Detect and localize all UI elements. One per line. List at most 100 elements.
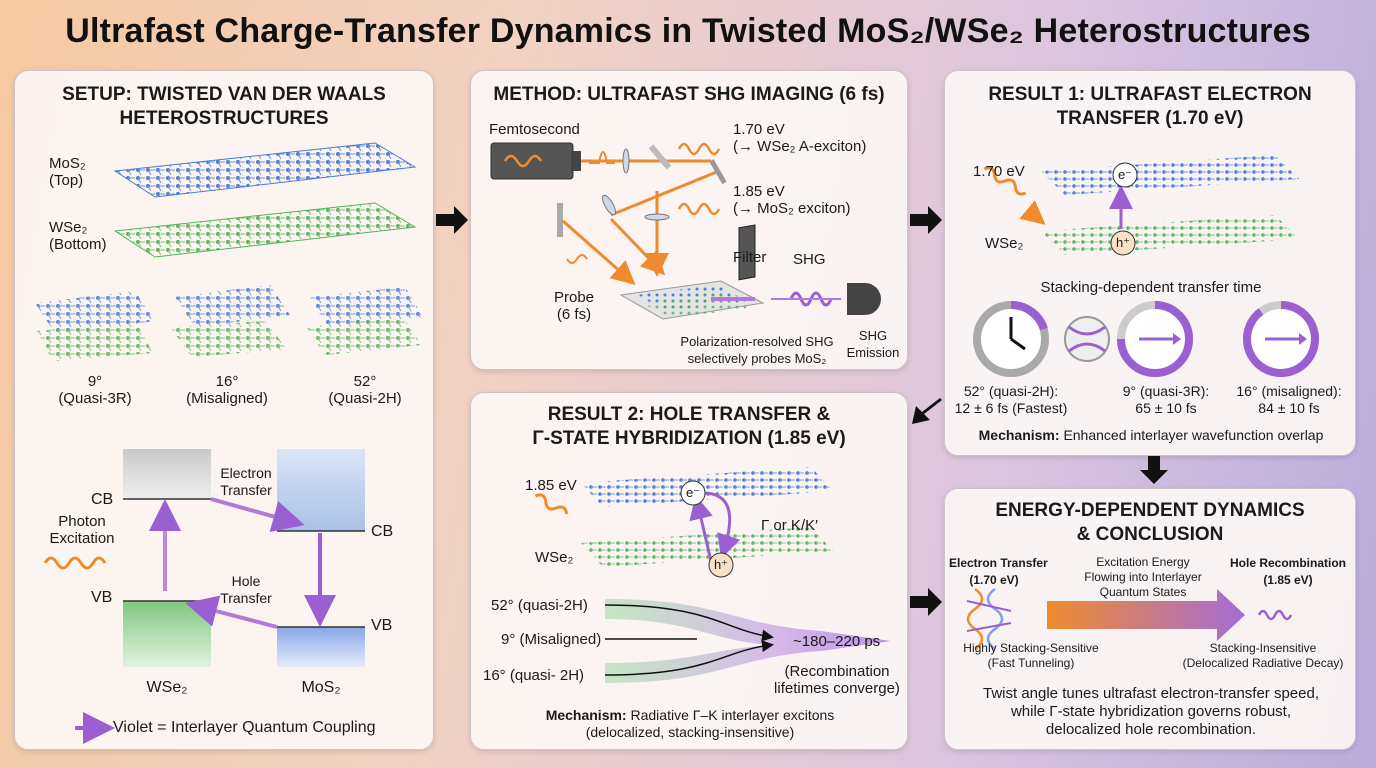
mos2-band-label: MoS₂ [301, 679, 341, 696]
mos2-top-layer [113, 142, 417, 198]
method-caption: Polarization-resolved SHG selectively pr… [680, 334, 834, 366]
wse2-bottom-label: WSe₂ (Bottom) [49, 219, 107, 253]
mos2-layer [1041, 155, 1299, 195]
r2-hole: h⁺ [713, 557, 729, 572]
wse2-cb-band [123, 449, 211, 499]
setup-graphics [35, 142, 423, 744]
pump-label-1: 1.70 eV (→ WSe₂ A-exciton) [733, 121, 867, 155]
mos2-cb-band [277, 449, 365, 531]
photon-excitation-label: Photon Excitation [49, 513, 115, 547]
result1-graphics [973, 155, 1319, 377]
hole-recomb-heading: Hole Recombination (1.85 eV) [1229, 556, 1346, 587]
energy-flow-arrow [1047, 589, 1245, 641]
method-graphics [490, 142, 881, 320]
stacking-label: 16° (quasi- 2H) [483, 667, 585, 684]
mechanism-text: Enhanced interlayer wavefunction overlap [1063, 427, 1324, 443]
electron-circle [1112, 162, 1138, 188]
angle-label: 9° (Quasi-3R) [58, 373, 132, 407]
r1-subtitle: Stacking-dependent transfer time [1040, 279, 1262, 296]
r2-mech-bold: Mechanism: [545, 707, 627, 723]
electron-symbol: e⁻ [1117, 167, 1133, 182]
legend-text: Violet = Interlayer Quantum Coupling [113, 719, 376, 736]
result1-panel: RESULT 1: ULTRAFAST ELECTRON TRANSFER (1… [944, 70, 1356, 456]
wse2-vb-band [123, 601, 211, 667]
r1-mechanism: Mechanism: Enhanced interlayer wavefunct… [945, 427, 1357, 444]
filter [738, 224, 756, 281]
recomb-wave [1257, 609, 1293, 621]
time-label: 16° (misaligned): 84 ± 10 fs [1236, 383, 1342, 416]
stack-9deg [35, 291, 155, 361]
excitation-text: Excitation Energy Flowing into Interlaye… [1084, 555, 1202, 599]
arrow-setup-method [436, 206, 468, 234]
wse2-layer [1041, 215, 1299, 255]
stacking-label: 9° (Misaligned) [501, 631, 602, 648]
result2-graphics [534, 467, 891, 683]
result2-heading: RESULT 2: HOLE TRANSFER & Γ-STATE HYBRID… [532, 404, 846, 449]
time-label: 52° (quasi-2H): 12 ± 6 fs (Fastest) [954, 383, 1068, 416]
stacking-label: 52° (quasi-2H) [491, 597, 588, 614]
overlap-icon [1064, 316, 1110, 362]
r2-wse2-label: WSe₂ [535, 549, 574, 566]
electron-transfer-label: Electron Transfer [220, 465, 272, 498]
pump-wave [983, 166, 1027, 196]
lifetime-label: ~180–220 ps [793, 633, 881, 650]
mos2-top-label: MoS₂ (Top) [49, 155, 86, 189]
arrow-result1-result2 [912, 398, 942, 424]
r2-energy-label: 1.85 eV [525, 477, 577, 494]
electron-transfer-arrow [210, 497, 305, 532]
method-heading: METHOD: ULTRAFAST SHG IMAGING (6 fs) [493, 84, 885, 105]
shg-label: SHG [793, 251, 826, 268]
hole-transfer-label: Hole Transfer [220, 573, 272, 606]
time-label: 9° (quasi-3R): 65 ± 10 fs [1122, 383, 1210, 416]
filter-label: Filter [733, 249, 767, 266]
summary-text: Twist angle tunes ultrafast electron-tra… [982, 685, 1319, 738]
arrow-result1-conclusion [1140, 456, 1168, 484]
vb-label-left: VB [91, 589, 113, 606]
setup-panel: SETUP: TWISTED VAN DER WAALS HETEROSTRUC… [14, 70, 434, 750]
sensitive-text: Highly Stacking-Sensitive (Fast Tunnelin… [963, 641, 1099, 670]
wse2-bottom-layer [113, 202, 417, 258]
conclusion-heading: ENERGY-DEPENDENT DYNAMICS & CONCLUSION [995, 500, 1305, 545]
r2-electron: e⁻ [685, 485, 701, 500]
wse2-band-label: WSe₂ [146, 679, 188, 696]
stack-52deg [307, 287, 423, 355]
arrow-method-result1 [910, 206, 942, 234]
electron-transfer-heading: Electron Transfer (1.70 eV) [949, 556, 1048, 587]
cb-label-left: CB [91, 491, 114, 508]
r2-mechanism: Mechanism: Radiative Γ–K interlayer exci… [471, 707, 909, 741]
stack-16deg [170, 285, 290, 357]
hole-transfer-arrow [185, 595, 278, 629]
cb-label-right: CB [371, 523, 394, 540]
convergence-band [605, 599, 891, 683]
vb-label-right: VB [371, 617, 393, 634]
arrow-result2-conclusion [910, 588, 942, 616]
photon-wave [43, 556, 107, 570]
angle-label: 52° (Quasi-2H) [328, 373, 402, 407]
page-title: Ultrafast Charge-Transfer Dynamics in Tw… [65, 12, 1311, 50]
r1-wse2-label: WSe₂ [985, 235, 1024, 252]
helix-icon [966, 587, 984, 651]
angle-label: 16° (Misaligned) [186, 373, 268, 407]
gamma-label: Γ or K/K′ [761, 517, 818, 534]
conclusion-graphics [966, 587, 1293, 651]
pump-label-2: 1.85 eV (→ MoS₂ exciton) [733, 183, 851, 217]
pump-wave-1 [677, 142, 721, 156]
r1-energy-label: 1.70 eV [973, 163, 1025, 180]
probe-label: Probe (6 fs) [553, 289, 595, 323]
hole-circle [1110, 230, 1136, 256]
conclusion-panel: ENERGY-DEPENDENT DYNAMICS & CONCLUSION E… [944, 488, 1356, 750]
shg-detector [847, 283, 881, 315]
result2-panel: RESULT 2: HOLE TRANSFER & Γ-STATE HYBRID… [470, 392, 908, 750]
mos2-vb-band [277, 627, 365, 667]
method-panel: METHOD: ULTRAFAST SHG IMAGING (6 fs) Fem… [470, 70, 908, 370]
insensitive-text: Stacking-Insensitive (Delocalized Radiat… [1182, 641, 1344, 670]
setup-heading: SETUP: TWISTED VAN DER WAALS HETEROSTRUC… [62, 84, 386, 129]
mechanism-bold: Mechanism: [978, 427, 1060, 443]
pump-wave-2 [677, 202, 721, 216]
hole-symbol: h⁺ [1115, 235, 1131, 250]
shg-emission-label: SHG Emission [846, 328, 900, 360]
converge-label: (Recombination lifetimes converge) [774, 663, 900, 697]
femtosecond-label: Femtosecond [489, 121, 580, 138]
result1-heading: RESULT 1: ULTRAFAST ELECTRON TRANSFER (1… [988, 84, 1312, 129]
r2-mech-text: Radiative Γ–K interlayer excitons (deloc… [585, 707, 835, 740]
